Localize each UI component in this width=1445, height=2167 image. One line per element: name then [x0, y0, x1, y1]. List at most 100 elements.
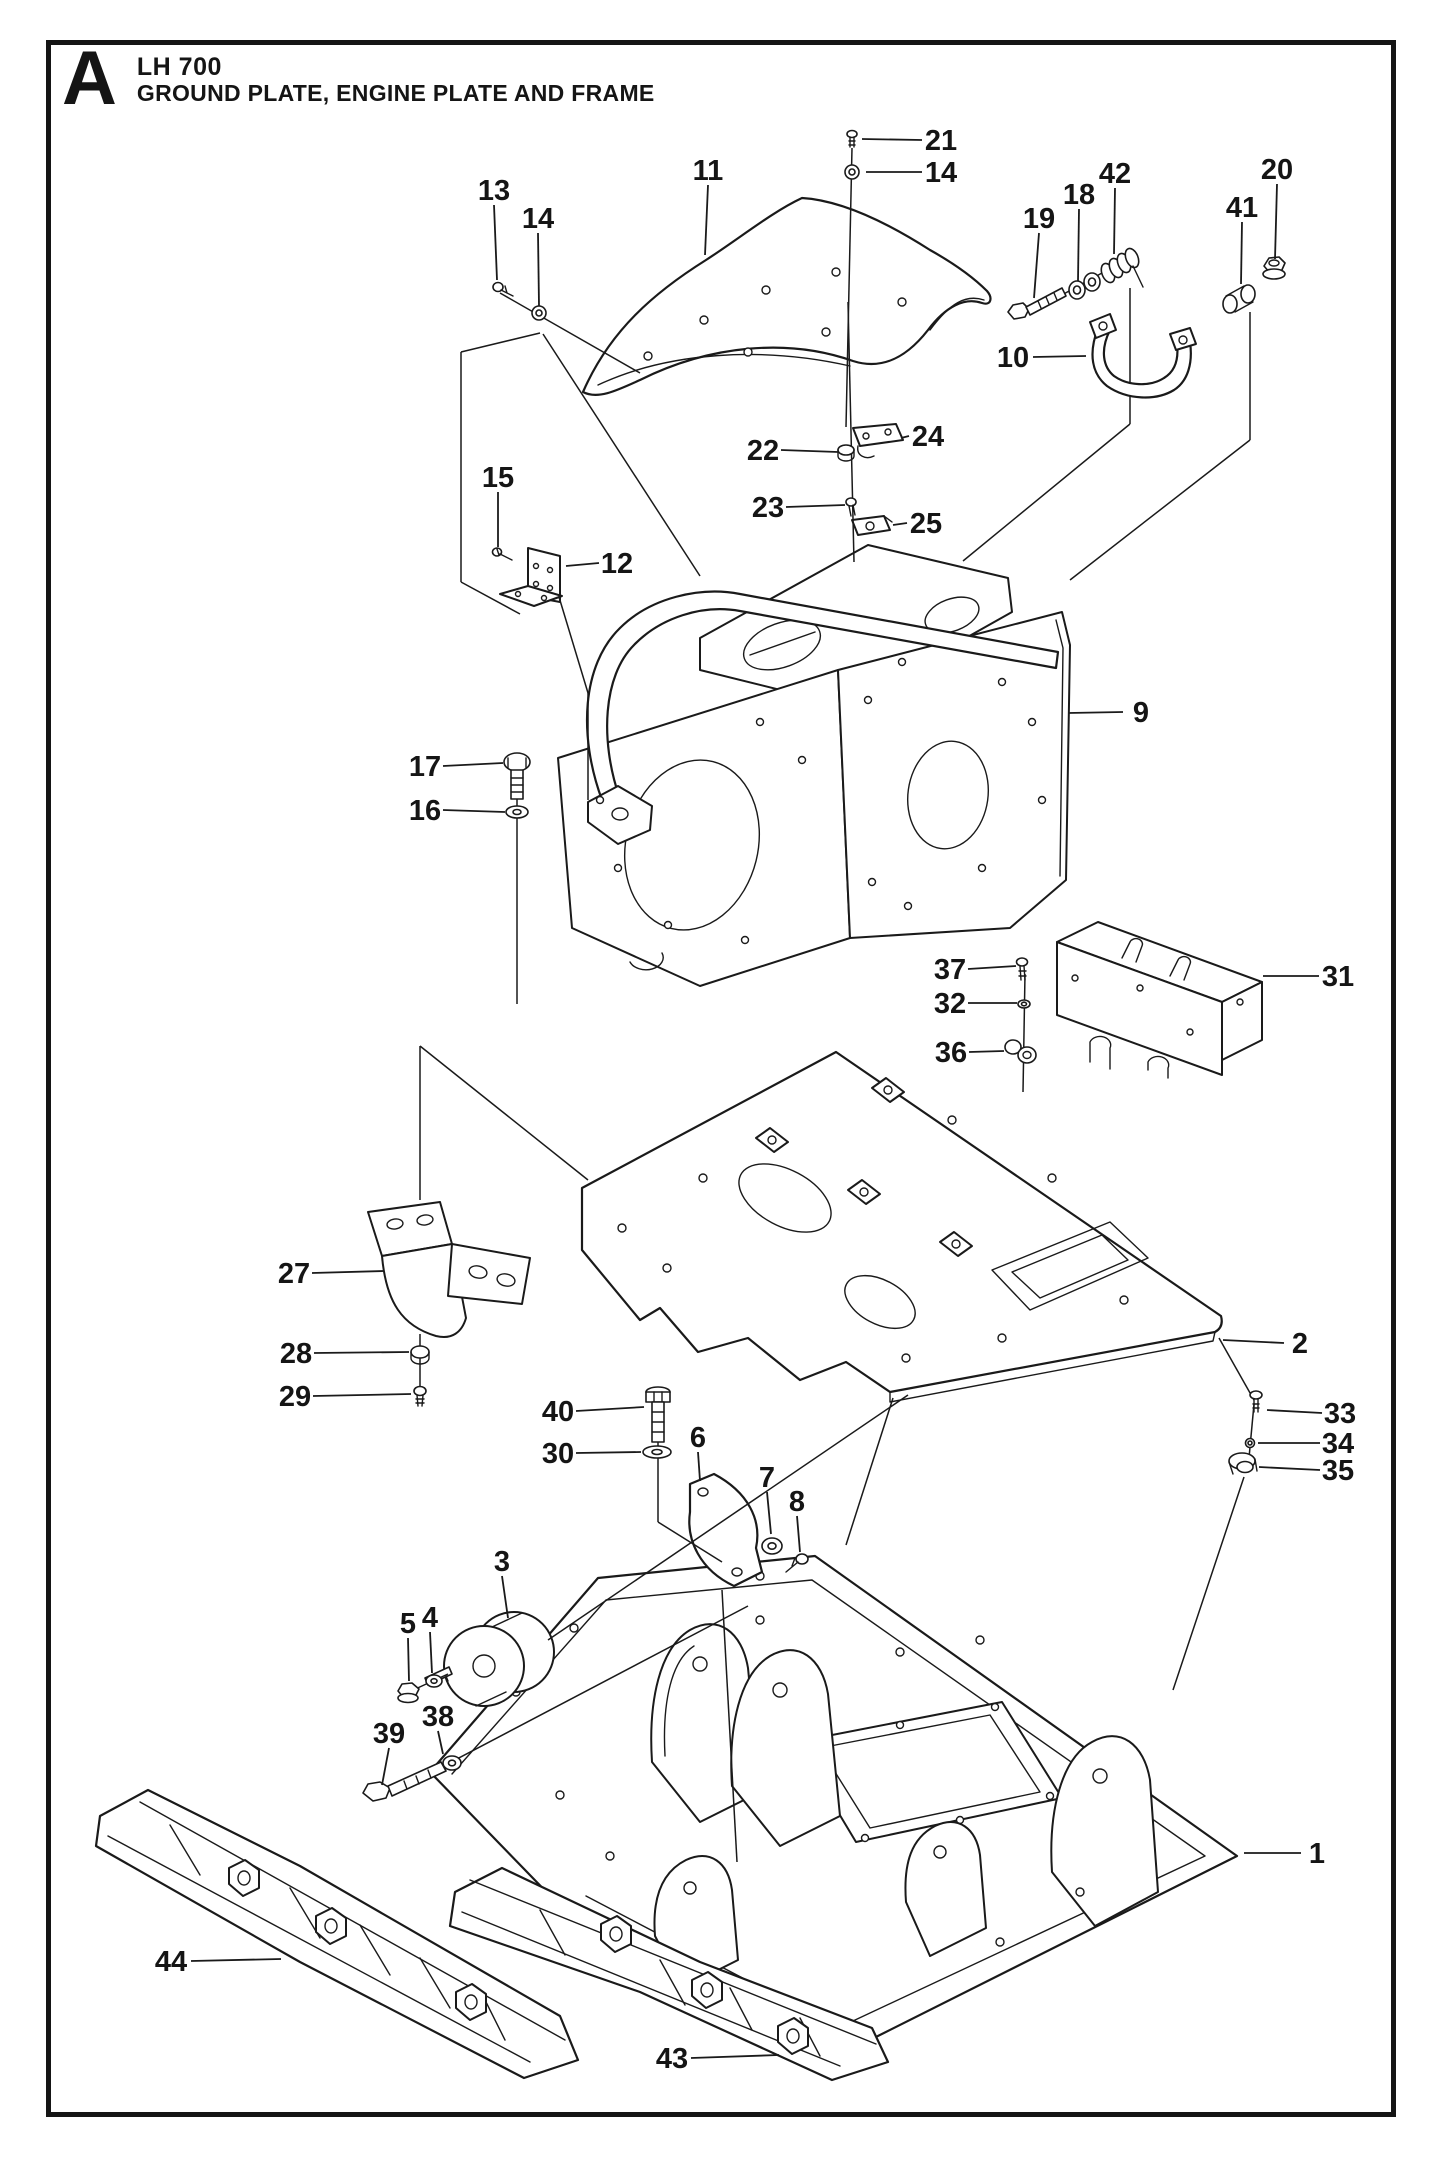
callout-label-5: 5 — [400, 1608, 416, 1640]
callout-leader-36 — [968, 1050, 1005, 1053]
callout-label-35: 35 — [1322, 1455, 1354, 1487]
callout-leader-43 — [690, 2054, 780, 2059]
callout-label-19: 19 — [1023, 203, 1055, 235]
callout-label-7: 7 — [759, 1462, 775, 1494]
callout-label-27: 27 — [278, 1258, 310, 1290]
part-7-washer — [761, 1537, 783, 1555]
callout-leader-11 — [704, 184, 709, 256]
callout-label-12: 12 — [601, 548, 633, 580]
part-1-ground-plate — [428, 1554, 1239, 2058]
part-14-washer-left — [531, 305, 547, 321]
callout-label-43: 43 — [656, 2043, 688, 2075]
part-10-handle — [1089, 313, 1197, 399]
part-14-washer-right — [844, 164, 860, 180]
part-21-screw — [846, 129, 858, 148]
part-8-screw — [785, 1553, 809, 1573]
callout-leader-35 — [1258, 1466, 1321, 1471]
part-6-bracket — [688, 1472, 764, 1588]
part-30-washer — [642, 1445, 672, 1459]
callout-label-14: 14 — [522, 203, 554, 235]
part-44-side-rail-left — [94, 1788, 580, 2080]
callout-leader-40 — [575, 1406, 645, 1412]
callout-label-31: 31 — [1322, 961, 1354, 993]
callout-leader-5 — [407, 1637, 410, 1682]
callout-leader-37 — [967, 965, 1017, 970]
part-11-cover-plate — [581, 196, 992, 397]
callout-leader-27 — [311, 1270, 385, 1274]
part-34-washer — [1244, 1437, 1256, 1449]
callout-label-3: 3 — [494, 1546, 510, 1578]
callout-leader-14 — [537, 232, 540, 307]
part-9-frame — [557, 544, 1071, 987]
callout-leader-7 — [766, 1491, 772, 1535]
callout-label-30: 30 — [542, 1438, 574, 1470]
callout-leader-18 — [1077, 208, 1080, 282]
callout-leader-23 — [785, 504, 846, 508]
callout-leader-3 — [501, 1575, 509, 1619]
callout-label-37: 37 — [934, 954, 966, 986]
callout-label-13: 13 — [478, 175, 510, 207]
part-4-washer — [425, 1674, 443, 1688]
callout-label-28: 28 — [280, 1338, 312, 1370]
callout-label-41: 41 — [1226, 192, 1258, 224]
part-32-washer — [1017, 999, 1031, 1009]
part-28-nut — [410, 1345, 430, 1365]
part-19-bolt — [1007, 287, 1067, 320]
callout-leader-20 — [1274, 183, 1278, 260]
callout-leader-38 — [437, 1730, 444, 1755]
part-5-nut — [397, 1682, 420, 1704]
part-2-engine-plate — [580, 1050, 1223, 1403]
callout-leader-21 — [861, 138, 923, 141]
part-42-spring — [1100, 247, 1144, 288]
callout-leader-22 — [780, 449, 839, 453]
part-39-bolt — [362, 1761, 447, 1802]
assembly-lines — [395, 147, 1255, 1863]
callout-label-11: 11 — [693, 155, 724, 187]
part-35-sleeve — [1228, 1452, 1258, 1475]
callout-label-20: 20 — [1261, 154, 1293, 186]
callout-label-38: 38 — [422, 1701, 454, 1733]
part-43-side-rail-right — [448, 1866, 890, 2082]
callout-label-33: 33 — [1324, 1398, 1356, 1430]
part-41-sleeve — [1222, 284, 1256, 314]
callout-leader-12 — [565, 562, 600, 567]
callout-leader-30 — [575, 1451, 642, 1454]
callout-leader-4 — [429, 1631, 433, 1674]
callout-leader-19 — [1033, 232, 1040, 299]
part-25-clip — [851, 515, 893, 536]
callout-label-8: 8 — [789, 1486, 805, 1518]
callout-leader-33 — [1266, 1409, 1323, 1414]
callout-label-9: 9 — [1133, 697, 1149, 729]
part-20-nut — [1262, 256, 1286, 280]
callout-label-23: 23 — [752, 492, 784, 524]
callout-label-16: 16 — [409, 795, 441, 827]
header-text: LH 700 GROUND PLATE, ENGINE PLATE AND FR… — [137, 46, 655, 106]
part-23-screw — [845, 497, 857, 517]
callout-label-18: 18 — [1063, 179, 1095, 211]
callout-leader-2 — [1222, 1339, 1285, 1344]
page-border — [46, 40, 1396, 2117]
callout-leader-10 — [1032, 355, 1087, 358]
part-15-screw — [491, 547, 513, 561]
callout-leader-44 — [190, 1958, 282, 1962]
callout-label-44: 44 — [155, 1946, 187, 1978]
callout-leader-42 — [1113, 187, 1116, 255]
callout-label-10: 10 — [997, 342, 1029, 374]
part-33-screw — [1249, 1390, 1263, 1413]
callout-label-40: 40 — [542, 1396, 574, 1428]
callout-label-2: 2 — [1292, 1328, 1308, 1360]
callout-leader-41 — [1240, 221, 1243, 285]
callout-label-42: 42 — [1099, 158, 1131, 190]
callout-label-15: 15 — [482, 462, 514, 494]
part-12-bracket — [499, 547, 563, 607]
part-27-bracket — [367, 1201, 531, 1338]
callout-label-34: 34 — [1322, 1428, 1354, 1460]
callout-leader-13 — [493, 204, 498, 281]
part-40-bolt — [645, 1386, 671, 1443]
part-38-washer — [442, 1755, 462, 1771]
callout-label-29: 29 — [279, 1381, 311, 1413]
model-name: LH 700 — [136, 53, 222, 81]
callout-label-17: 17 — [409, 751, 441, 783]
part-24-plate — [852, 423, 904, 459]
part-18-washers — [1068, 272, 1101, 300]
